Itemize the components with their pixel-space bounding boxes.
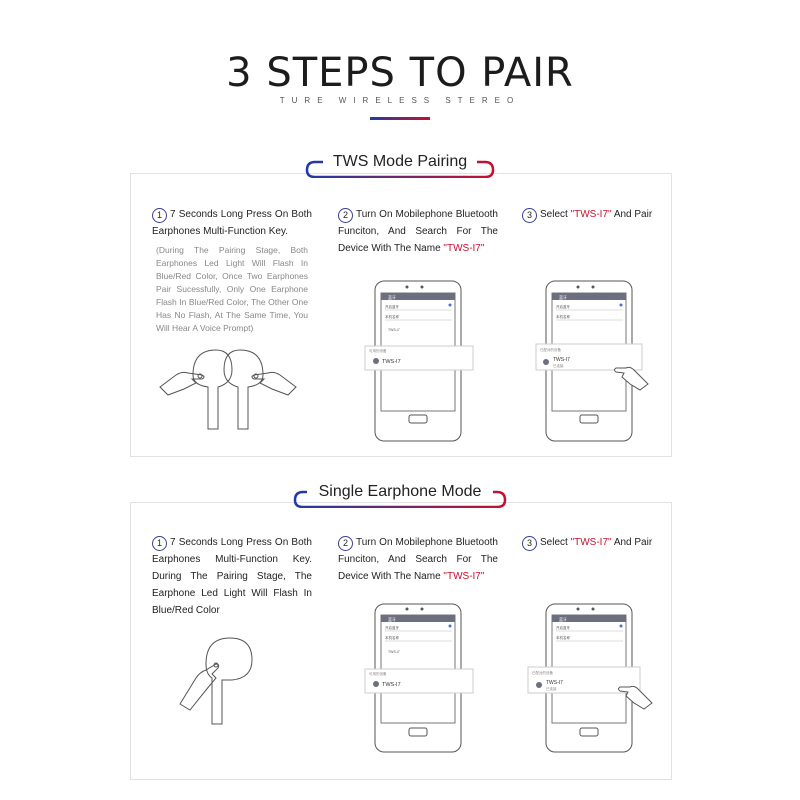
earbud-single-illustration: [179, 637, 253, 725]
svg-text:开启蓝牙: 开启蓝牙: [385, 625, 399, 630]
section-title: TWS Mode Pairing: [332, 153, 468, 170]
phone-top-bar: 蓝牙: [388, 294, 396, 300]
svg-text:开启蓝牙: 开启蓝牙: [385, 304, 399, 309]
svg-text:蓝牙: 蓝牙: [559, 616, 567, 622]
device-list-item: TWS-I7: [382, 682, 401, 688]
device-list-item[interactable]: TWS-I7: [553, 357, 570, 363]
section-title: Single Earphone Mode: [318, 483, 482, 500]
title-bracket-icon: [305, 160, 495, 178]
svg-text:可用的设备: 可用的设备: [369, 671, 387, 676]
single-mode-title-box: Single Earphone Mode: [293, 480, 507, 508]
page-subtitle: TURE WIRELESS STEREO: [279, 96, 521, 105]
tws-mode-title-box: TWS Mode Pairing: [305, 150, 495, 178]
phone-illustration: 蓝牙 开启蓝牙 本机名称 已配对的设备 TWS-I7 已连接: [527, 603, 653, 753]
phone-illustration: 蓝牙 开启蓝牙 本机名称 已配对的设备 TWS-I7 已连接: [535, 280, 649, 442]
step-number: 2: [338, 208, 353, 223]
step-number: 2: [338, 536, 353, 551]
title-accent-bar: [370, 117, 430, 120]
svg-text:本机名称: 本机名称: [556, 635, 570, 640]
step-1-note: (During The Pairing Stage, Both Earphone…: [156, 245, 308, 333]
phone-illustration: 蓝牙 开启蓝牙 本机名称 TWS-i7 可用的设备 TWS-I7: [364, 603, 474, 753]
device-name-highlight: "TWS-I7": [443, 571, 485, 582]
svg-text:TWS-i7: TWS-i7: [388, 650, 400, 654]
svg-text:已配对的设备: 已配对的设备: [540, 347, 561, 352]
step-number: 3: [522, 208, 537, 223]
svg-text:本机名称: 本机名称: [385, 314, 399, 319]
earbuds-pair-illustration: [159, 349, 297, 430]
svg-text:开启蓝牙: 开启蓝牙: [556, 304, 570, 309]
svg-text:已配对的设备: 已配对的设备: [532, 670, 553, 675]
svg-text:蓝牙: 蓝牙: [388, 616, 396, 622]
step-number: 1: [152, 208, 167, 223]
device-name-highlight: "TWS-I7": [570, 537, 612, 548]
svg-text:开启蓝牙: 开启蓝牙: [556, 625, 570, 630]
page-title: 3 STEPS TO PAIR: [226, 50, 574, 96]
svg-text:蓝牙: 蓝牙: [559, 294, 567, 300]
svg-text:本机名称: 本机名称: [385, 635, 399, 640]
device-name-highlight: "TWS-I7": [443, 243, 485, 254]
svg-text:已连接: 已连接: [553, 363, 564, 368]
device-name-highlight: "TWS-I7": [570, 209, 612, 220]
step-text: 7 Seconds Long Press On Both Earphones M…: [152, 537, 312, 616]
step-text: 7 Seconds Long Press On Both Earphones M…: [152, 209, 312, 237]
title-bracket-icon: [293, 490, 507, 508]
step-number: 1: [152, 536, 167, 551]
device-list-item[interactable]: TWS-I7: [546, 680, 563, 686]
svg-text:可用的设备: 可用的设备: [369, 348, 387, 353]
phone-illustration: 蓝牙 开启蓝牙 本机名称 TWS-i7 可用的设备 TWS-I7: [364, 280, 474, 442]
device-list-item: TWS-I7: [382, 359, 401, 365]
svg-text:已连接: 已连接: [546, 686, 557, 691]
step-number: 3: [522, 536, 537, 551]
svg-text:TWS-i7: TWS-i7: [388, 328, 400, 332]
svg-text:本机名称: 本机名称: [556, 314, 570, 319]
